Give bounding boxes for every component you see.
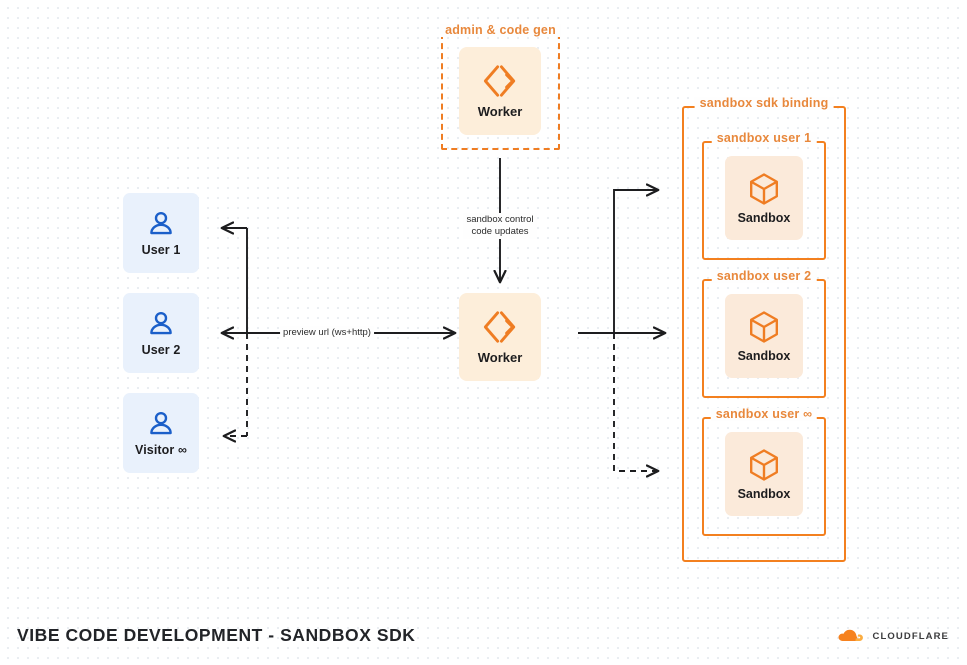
sandbox-user-2-group: sandbox user 2 Sandbox [702,270,826,398]
sandbox-card-inf[interactable]: Sandbox [725,432,803,516]
user-card-label: User 1 [141,243,181,258]
person-icon [150,312,172,335]
cube-icon [750,449,778,481]
user-card-label: User 2 [141,343,181,358]
cloudflare-wordmark: CLOUDFLARE [872,630,949,642]
sandbox-user-inf-caption: sandbox user ∞ [710,408,818,421]
sandbox-sdk-binding-group: sandbox sdk binding sandbox user 1 Sandb… [682,97,846,562]
user-card-2[interactable]: User 2 [123,293,199,373]
sandbox-card-1[interactable]: Sandbox [725,156,803,240]
worker-card-label: Worker [477,350,523,365]
admin-code-gen-group: admin & code gen Worker [440,24,561,150]
sandbox-user-1-group: sandbox user 1 Sandbox [702,132,826,260]
cloudflare-workers-icon [483,65,516,97]
worker-card-center[interactable]: Worker [459,293,541,381]
edge-label-line2: code updates [471,225,529,237]
edge-to-sandbox-1 [613,190,658,333]
edge-to-sandbox-inf [613,333,658,471]
sandbox-card-label: Sandbox [737,348,791,363]
user-card-label: Visitor ∞ [135,443,187,458]
edge-label-sandbox-control: sandbox control code updates [463,213,537,239]
sandbox-card-2[interactable]: Sandbox [725,294,803,378]
cloudflare-logo: CLOUDFLARE [835,628,949,644]
person-icon [150,212,172,235]
binding-group-caption: sandbox sdk binding [694,97,834,110]
cloudflare-cloud-icon [838,629,863,641]
sandbox-card-label: Sandbox [737,486,791,501]
sandbox-user-2-caption: sandbox user 2 [711,270,817,283]
sandbox-user-inf-group: sandbox user ∞ Sandbox [702,408,826,536]
person-icon [150,412,172,435]
admin-group-caption: admin & code gen [440,24,561,37]
cube-icon [750,311,778,343]
sandbox-card-label: Sandbox [737,210,791,225]
edge-label-preview-url: preview url (ws+http) [280,326,374,340]
worker-card-admin[interactable]: Worker [459,47,541,135]
sandbox-user-1-caption: sandbox user 1 [711,132,817,145]
edge-label-line1: sandbox control [466,214,534,225]
cube-icon [750,173,778,205]
worker-card-label: Worker [477,104,523,119]
user-card-visitor[interactable]: Visitor ∞ [123,393,199,473]
user-card-1[interactable]: User 1 [123,193,199,273]
cloudflare-workers-icon [483,311,516,343]
page-title: VIBE CODE DEVELOPMENT - SANDBOX SDK [17,625,416,645]
